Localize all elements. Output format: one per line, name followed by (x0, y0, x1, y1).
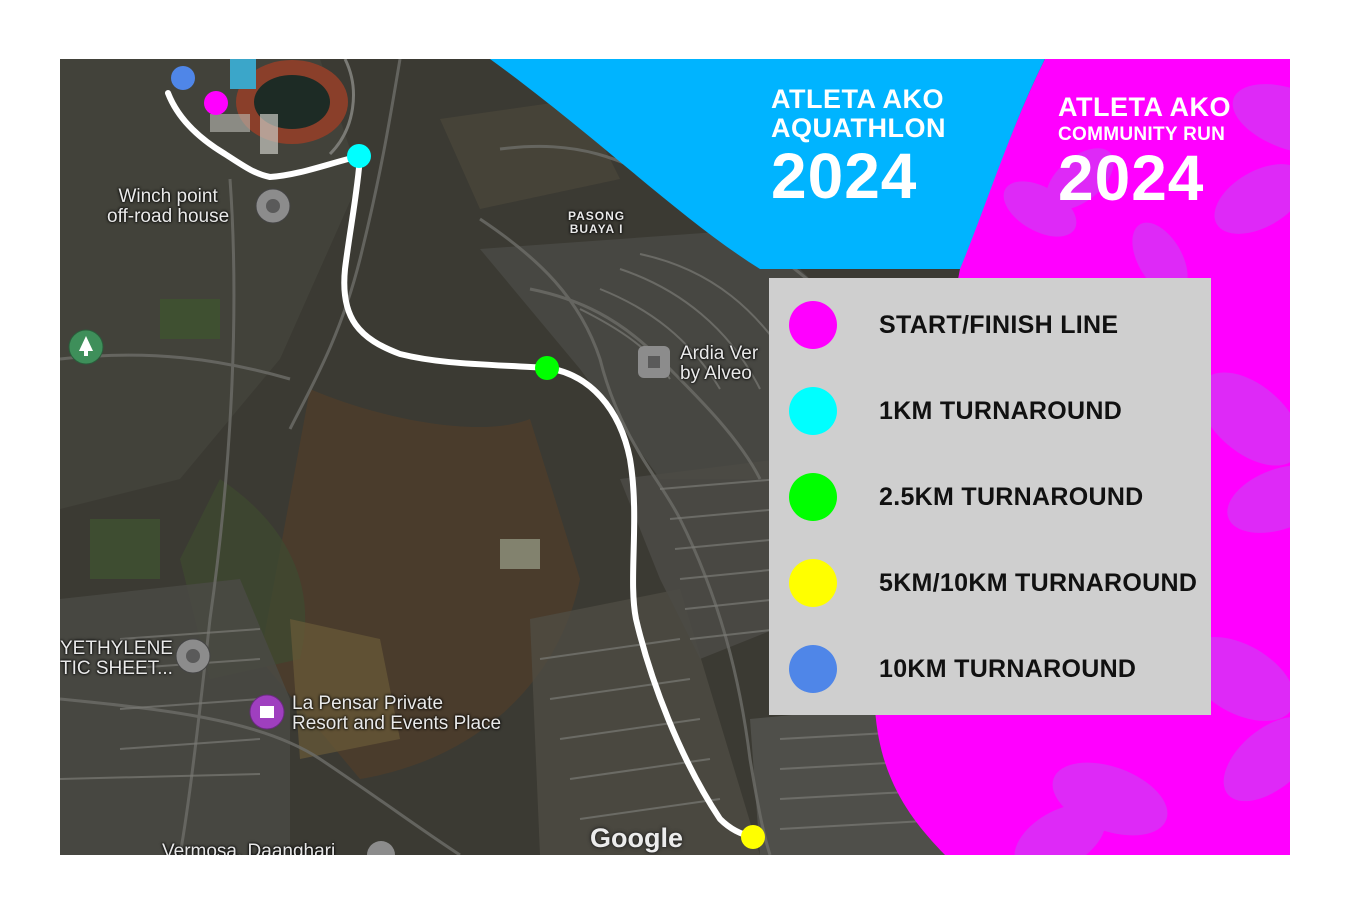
route-legend: START/FINISH LINE 1KM TURNAROUND 2.5KM T… (769, 278, 1211, 715)
resort-pin-icon (249, 694, 285, 730)
legend-dot-icon (789, 559, 837, 607)
aquathlon-title-line2: AQUATHLON (771, 113, 946, 143)
legend-dot-icon (789, 473, 837, 521)
marker-1km-turnaround (347, 144, 371, 168)
legend-dot-icon (789, 387, 837, 435)
legend-item-1km: 1KM TURNAROUND (789, 387, 1122, 435)
aquathlon-title: ATLETA AKO AQUATHLON 2024 (771, 84, 946, 212)
aquathlon-title-line1: ATLETA AKO (771, 84, 944, 114)
place-label-ardia: Ardia Ver by Alveo (680, 344, 758, 384)
aquathlon-year: 2024 (771, 140, 918, 212)
aquathlon-banner-bg (490, 59, 1045, 269)
place-label-text: YETHYLENE TIC SHEET... (60, 638, 173, 679)
community-run-year: 2024 (1058, 142, 1205, 214)
map-pin-icon (638, 346, 670, 378)
legend-label: 10KM TURNAROUND (879, 654, 1137, 683)
flower-pattern (1003, 84, 1290, 855)
map-pin-icon (367, 841, 395, 855)
place-label-vermosa: Vermosa, Daanghari (162, 842, 335, 855)
community-run-title: ATLETA AKO COMMUNITY RUN 2024 (1058, 92, 1231, 214)
marker-10km-turnaround (171, 66, 195, 90)
legend-item-start-finish: START/FINISH LINE (789, 301, 1118, 349)
community-run-title-line1: ATLETA AKO (1058, 92, 1231, 122)
map-pin-icon (255, 188, 291, 224)
place-label-pasong-buaya: PASONG BUAYA I (568, 210, 625, 235)
legend-item-10km: 10KM TURNAROUND (789, 645, 1136, 693)
place-label-winch-point: Winch point off-road house (107, 187, 229, 227)
legend-label: START/FINISH LINE (879, 310, 1119, 339)
legend-label: 5KM/10KM TURNAROUND (879, 568, 1198, 597)
legend-item-2.5km: 2.5KM TURNAROUND (789, 473, 1144, 521)
marker-5km-10km-turnaround (741, 825, 765, 849)
park-pin-icon (68, 329, 104, 365)
place-label-polyethylene: YETHYLENE TIC SHEET... (60, 639, 173, 679)
place-label-text: Ardia Ver by Alveo (680, 343, 759, 384)
legend-dot-icon (789, 301, 837, 349)
legend-label: 1KM TURNAROUND (879, 396, 1123, 425)
place-label-text: Winch point off-road house (107, 186, 230, 227)
marker-2.5km-turnaround (535, 356, 559, 380)
place-label-text: Vermosa, Daanghari (162, 841, 336, 855)
google-attribution: Google (590, 823, 683, 853)
legend-dot-icon (789, 645, 837, 693)
map-pin-icon (175, 638, 211, 674)
community-run-title-line2: COMMUNITY RUN (1058, 124, 1226, 145)
marker-start-finish (204, 91, 228, 115)
place-label-text: La Pensar Private Resort and Events Plac… (292, 693, 502, 734)
place-label-text: PASONG BUAYA I (568, 209, 626, 236)
place-label-la-pensar: La Pensar Private Resort and Events Plac… (292, 694, 501, 734)
race-route-line (165, 90, 757, 840)
legend-item-5km-10km: 5KM/10KM TURNAROUND (789, 559, 1197, 607)
legend-label: 2.5KM TURNAROUND (879, 482, 1144, 511)
